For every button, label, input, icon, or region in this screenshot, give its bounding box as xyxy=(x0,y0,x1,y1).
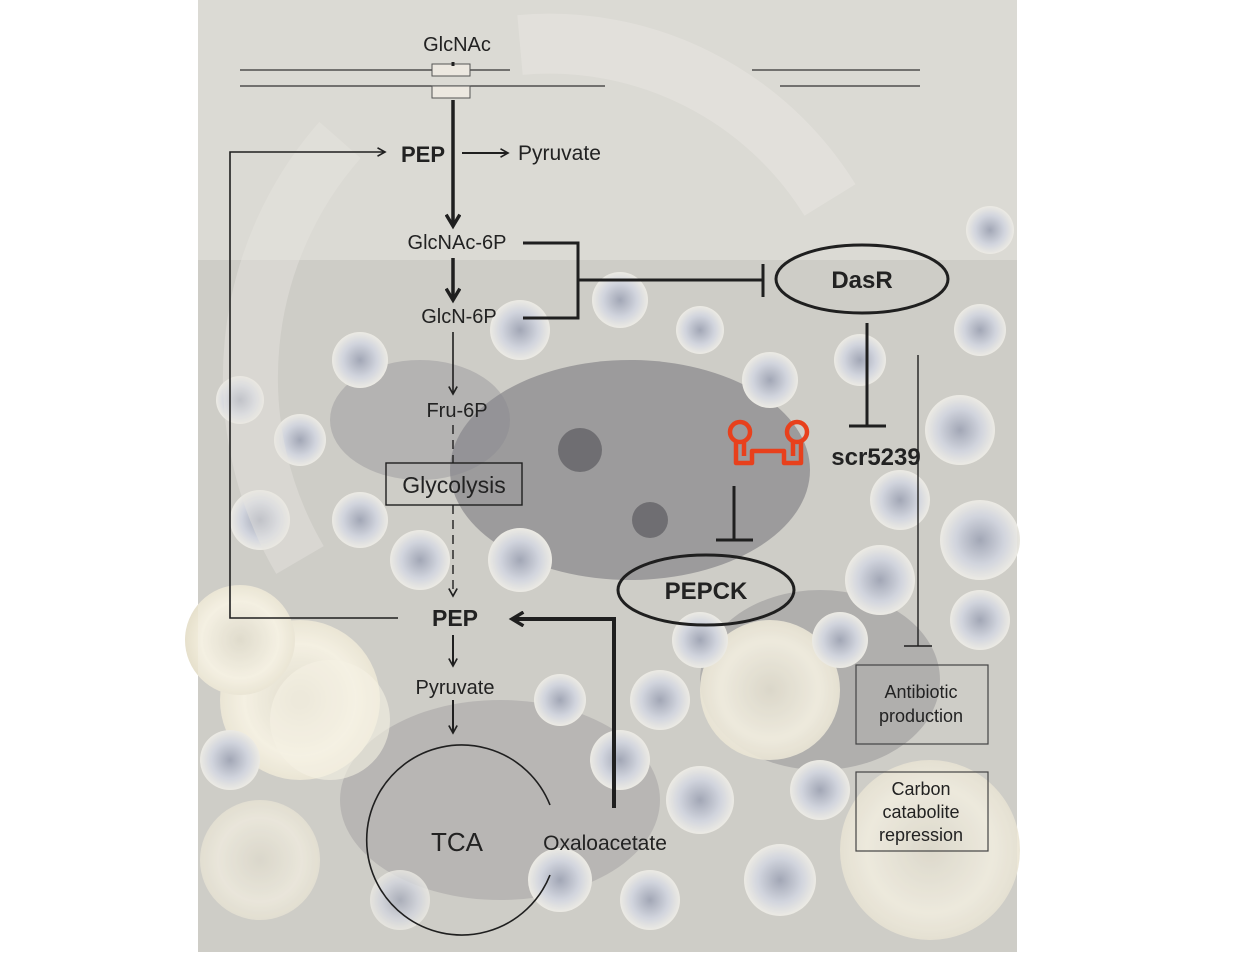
pepck-oval xyxy=(616,553,796,627)
label-pepck: PEPCK xyxy=(665,578,748,605)
label-pyruvate-top: Pyruvate xyxy=(518,142,601,165)
label-pep-top: PEP xyxy=(401,142,445,167)
membrane-transporter xyxy=(431,63,471,99)
label-glcn-6p: GlcN-6P xyxy=(421,306,497,328)
dasr-antibiotic-repression xyxy=(904,355,932,647)
dasr-oval xyxy=(774,243,950,315)
label-glycolysis: Glycolysis xyxy=(402,472,506,498)
antibiotic-production-box xyxy=(855,664,989,745)
label-scr5239: scr5239 xyxy=(831,444,920,471)
dasr-inhibition xyxy=(523,241,765,320)
carbon-catabolite-repression-box xyxy=(855,771,989,852)
label-glcnac-6p: GlcNAc-6P xyxy=(408,232,507,254)
pathway-arrows xyxy=(229,62,616,808)
label-carbon-line2: catabolite xyxy=(882,802,959,822)
label-carbon-line1: Carbon xyxy=(891,779,950,799)
label-antibiotic-line2: production xyxy=(879,706,963,726)
glycolysis-box xyxy=(385,462,523,506)
rna-hairpin-icon xyxy=(727,419,810,466)
dasr-scr5239-repression xyxy=(849,323,886,428)
label-carbon-line3: repression xyxy=(879,825,963,845)
scr5239-pepck-repression xyxy=(716,486,753,542)
label-fru-6p: Fru-6P xyxy=(426,400,487,422)
background-photo xyxy=(185,0,1020,952)
label-oxaloacetate: Oxaloacetate xyxy=(543,832,667,855)
label-pyruvate-bottom: Pyruvate xyxy=(416,677,495,699)
label-tca: TCA xyxy=(431,827,484,857)
label-antibiotic-line1: Antibiotic xyxy=(884,682,957,702)
label-glcnac: GlcNAc xyxy=(423,34,491,56)
label-pep-bottom: PEP xyxy=(432,605,478,631)
tca-cycle-circle xyxy=(365,744,551,936)
label-dasr: DasR xyxy=(831,267,892,294)
